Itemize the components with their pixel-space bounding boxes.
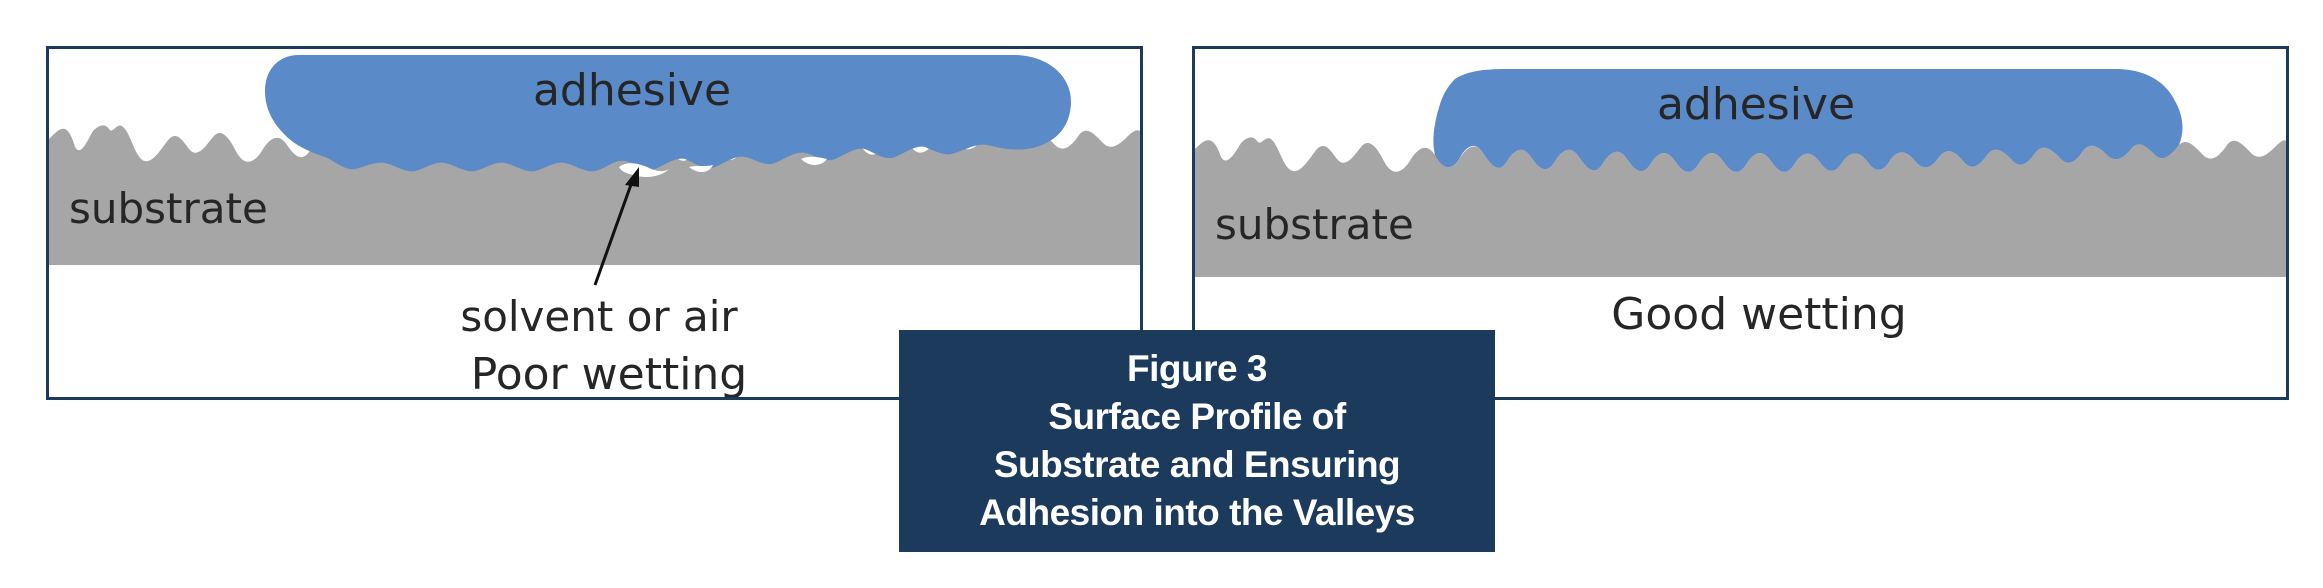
adhesive-label: adhesive <box>533 65 731 116</box>
figure-caption-box: Figure 3 Surface Profile of Substrate an… <box>899 330 1495 552</box>
good-wetting-caption: Good wetting <box>1611 289 1906 340</box>
figure-title-line: Substrate and Ensuring <box>993 444 1401 485</box>
substrate-shape <box>1195 137 2286 277</box>
good-wetting-panel: adhesive substrate Good wetting <box>1192 46 2289 400</box>
substrate-shape <box>49 125 1140 265</box>
good-wetting-diagram: adhesive substrate Good wetting <box>1195 69 2286 340</box>
substrate-label: substrate <box>69 184 268 233</box>
adhesive-blob <box>1433 69 2183 172</box>
poor-wetting-panel: adhesive substrate solvent or air Poor w… <box>46 46 1143 400</box>
annotation-arrow-line <box>593 178 635 286</box>
annotation-label: solvent or air <box>460 292 738 341</box>
annotation-arrow-head <box>625 167 639 187</box>
air-pocket <box>619 163 669 177</box>
air-pocket <box>689 165 713 173</box>
figure-title-line: Adhesion into the Valleys <box>979 492 1415 533</box>
poor-wetting-caption: Poor wetting <box>471 349 747 397</box>
air-pocket <box>801 156 827 165</box>
substrate-label: substrate <box>1215 200 1414 249</box>
adhesive-label: adhesive <box>1657 79 1855 130</box>
figure-number: Figure 3 <box>1127 348 1267 389</box>
poor-wetting-diagram: adhesive substrate solvent or air Poor w… <box>49 55 1140 397</box>
figure-title-line: Surface Profile of <box>1048 396 1346 437</box>
adhesive-blob <box>265 55 1071 172</box>
